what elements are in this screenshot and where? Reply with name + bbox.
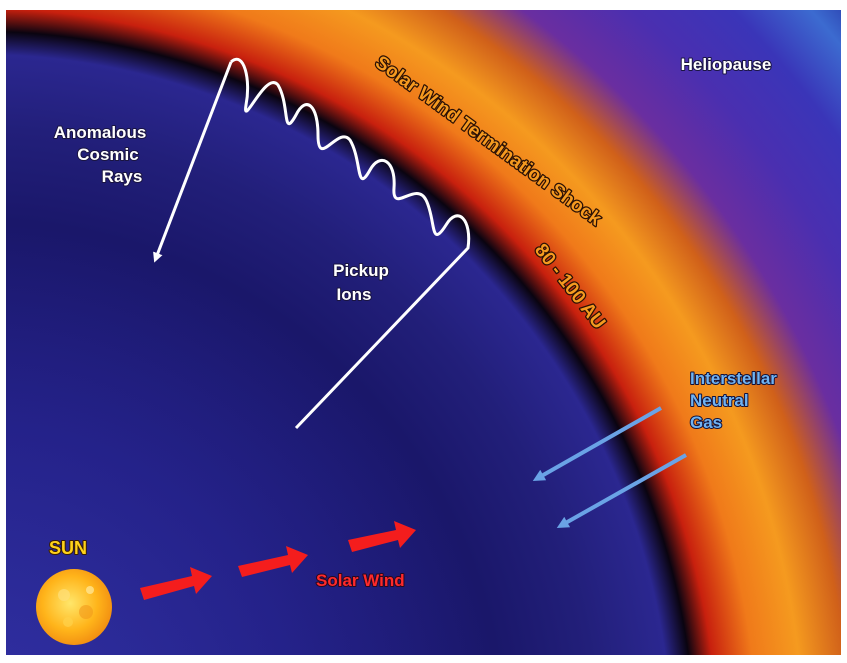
interstellar-gas-label-1: Interstellar xyxy=(690,369,777,388)
diagram-canvas: Heliopause Anomalous Cosmic Rays Pickup … xyxy=(6,10,841,655)
heliopause-label: Heliopause xyxy=(681,55,772,74)
pickup-ion-helix-path xyxy=(229,57,471,430)
anomalous-cosmic-ray-arrow xyxy=(153,61,233,263)
inner-heliosphere-glow xyxy=(6,10,841,655)
interstellar-gas-label-2: Neutral xyxy=(690,391,749,410)
sun-label: SUN xyxy=(49,538,87,558)
solar-wind-arrow-3 xyxy=(348,521,416,552)
anomalous-cosmic-rays-label-2: Cosmic xyxy=(77,145,138,164)
anomalous-cosmic-rays-label-1: Anomalous xyxy=(54,123,147,142)
pickup-ions-label-2: Ions xyxy=(337,285,372,304)
pickup-ions-label-1: Pickup xyxy=(333,261,389,280)
solar-wind-arrow-1 xyxy=(140,567,212,600)
neutral-gas-arrow-2 xyxy=(556,453,687,528)
interstellar-gas-label-3: Gas xyxy=(690,413,722,432)
solar-wind-label: Solar Wind xyxy=(316,571,405,590)
solar-wind-arrow-2 xyxy=(238,546,308,577)
anomalous-cosmic-rays-label-3: Rays xyxy=(102,167,143,186)
neutral-gas-arrow-1 xyxy=(532,406,662,481)
sun-icon xyxy=(36,569,112,645)
